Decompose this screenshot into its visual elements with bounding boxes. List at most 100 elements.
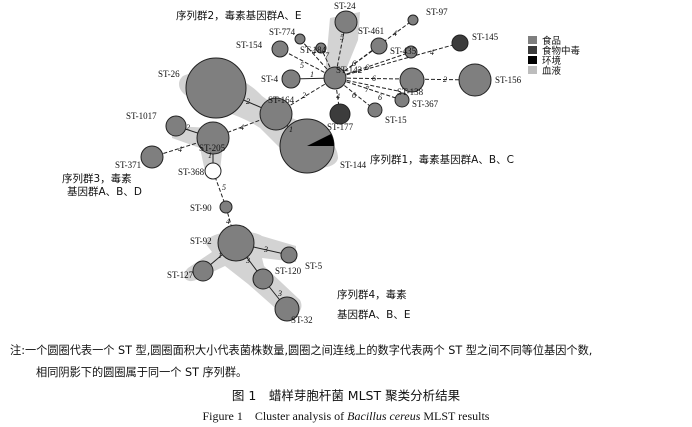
figure-caption-cn: 图 1 蜡样芽胞杆菌 MLST 聚类分析结果	[231, 388, 461, 403]
node-st-5	[280, 246, 298, 264]
label-st-144: ST-144	[340, 160, 367, 170]
node-labels: ST-142 ST-24 ST-97 ST-145 ST-461 ST-435 …	[115, 1, 522, 325]
node-st-205	[196, 121, 230, 155]
edge-142-138	[334, 77, 399, 92]
node-st-32	[274, 296, 300, 322]
legend-label-food-poisoning: 食物中毒	[542, 45, 581, 57]
label-st-127: ST-127	[167, 270, 194, 280]
figure-caption-en-suffix: MLST results	[420, 409, 490, 423]
mlst-minimum-spanning-tree: 5 4 4 6 6 4 5 7 1 6 2 7 6 6 4 2 2 1 4 2 …	[62, 1, 581, 325]
node-st-120	[252, 268, 274, 290]
cluster-shade-group4	[184, 231, 302, 317]
node-st-371	[140, 145, 164, 169]
legend-swatch-food-poisoning	[528, 46, 537, 54]
label-st-138: ST-138	[397, 87, 424, 97]
edge-label-164-205: 4	[240, 123, 244, 132]
node-st-97	[407, 14, 419, 26]
node-st-461	[370, 37, 388, 55]
label-st-5: ST-5	[305, 261, 323, 271]
edge-label-142-4: 1	[310, 70, 314, 79]
label-st-435: ST-435	[390, 46, 417, 56]
edge-label-142-367: 6	[378, 93, 382, 102]
nodes	[140, 10, 492, 322]
edge-label-142-774: 4	[312, 47, 316, 56]
node-st-154	[271, 40, 289, 58]
label-st-774: ST-774	[269, 27, 296, 37]
label-st-92: ST-92	[190, 236, 212, 246]
figure-note: 注:一个圆圈代表一个 ST 型,圆圈面积大小代表菌株数量,圆圈之间连线上的数字代…	[10, 340, 690, 384]
group-labels: 序列群2，毒素基因群A、E 序列群1，毒素基因群A、B、C 序列群3，毒素 基因…	[62, 9, 514, 321]
edge-142-184	[320, 47, 336, 79]
label-st-205: ST-205	[199, 143, 226, 153]
node-st-127	[192, 260, 214, 282]
edge-142-156	[334, 77, 476, 81]
edge-label-92-127: 1	[218, 251, 222, 260]
edge-142-154	[279, 48, 336, 79]
figure-caption-en-prefix: Figure 1 Cluster analysis of	[202, 409, 348, 423]
label-st-164: ST-164	[268, 95, 295, 105]
node-st-24	[334, 10, 358, 34]
label-st-1017: ST-1017	[126, 111, 157, 121]
node-st-1017	[165, 115, 187, 137]
node-st-156	[458, 63, 492, 97]
edge-142-435	[334, 51, 412, 79]
edge-label-142-177: 4	[336, 92, 340, 101]
node-st-145	[451, 34, 469, 52]
node-st-184	[315, 42, 327, 54]
edge-142-145	[334, 42, 461, 79]
legend-label-food: 食品	[542, 35, 561, 47]
edge-label-142-184: 7	[325, 51, 330, 60]
label-st-4: ST-4	[261, 74, 279, 84]
label-st-145: ST-145	[472, 32, 499, 42]
label-st-154: ST-154	[236, 40, 263, 50]
edge-label-142-461: 6	[352, 59, 356, 68]
label-st-461: ST-461	[358, 26, 384, 36]
legend-swatch-environment	[528, 56, 537, 64]
label-st-367: ST-367	[412, 99, 439, 109]
label-st-90: ST-90	[190, 203, 212, 213]
node-st-4	[281, 69, 301, 89]
node-st-92	[217, 224, 255, 262]
node-st-177	[329, 103, 351, 125]
node-st-368	[204, 162, 222, 180]
figure-note-line1: 注:一个圆圈代表一个 ST 型,圆圈面积大小代表菌株数量,圆圈之间连线上的数字代…	[10, 344, 593, 357]
edge-label-120-32: 3	[277, 289, 282, 298]
label-st-371: ST-371	[115, 160, 141, 170]
group-label-4-line1: 序列群4，毒素	[337, 288, 407, 301]
edge-label-142-164: 2	[302, 91, 306, 100]
group-label-3-line1: 序列群3，毒素	[62, 172, 132, 185]
edge-label-205-371: 4	[178, 145, 182, 154]
edge-label-92-120: 3	[245, 256, 250, 265]
node-st-367	[394, 92, 410, 108]
node-st-138	[399, 67, 425, 93]
edge-label-142-435: 6	[365, 63, 369, 72]
edge-label-368-90: 5	[222, 183, 226, 192]
node-st-435	[404, 45, 418, 59]
group-label-1: 序列群1，毒素基因群A、B、C	[370, 153, 514, 166]
edge-labels: 5 4 4 6 6 4 5 7 1 6 2 7 6 6 4 2 2 1 4 2 …	[178, 29, 447, 298]
group-label-3-line2: 基因群A、B、D	[67, 185, 142, 198]
edge-label-142-156: 6	[372, 74, 376, 83]
edge-label-142-15: 6	[352, 91, 356, 100]
label-st-26: ST-26	[158, 69, 180, 79]
edge-label-92-5: 3	[263, 245, 268, 254]
edge-label-142-97: 4	[393, 29, 397, 38]
legend-label-environment: 环境	[542, 55, 562, 67]
edge-205-371	[151, 137, 214, 158]
node-st-164	[259, 97, 293, 131]
group-label-2: 序列群2，毒素基因群A、E	[176, 9, 302, 22]
label-st-32: ST-32	[291, 315, 313, 325]
edge-label-164-26: 2	[246, 97, 250, 106]
figure-note-line2: 相同阴影下的圆圈属于同一个 ST 序列群。	[36, 366, 248, 379]
edge-label-205-368: 1	[208, 151, 212, 160]
edge-label-90-92: 4	[226, 217, 230, 226]
node-st-90	[219, 200, 233, 214]
label-st-184: ST-184	[300, 45, 327, 55]
node-st-142	[323, 66, 347, 90]
node-st-774	[294, 33, 306, 45]
label-st-97: ST-97	[426, 7, 448, 17]
figure-caption-en-species: Bacillus cereus	[347, 409, 421, 423]
group-label-4-line2: 基因群A、B、E	[337, 308, 411, 321]
legend: 食品 食物中毒 环境 血液	[528, 35, 581, 77]
edge-label-205-1017: 2	[186, 123, 190, 132]
